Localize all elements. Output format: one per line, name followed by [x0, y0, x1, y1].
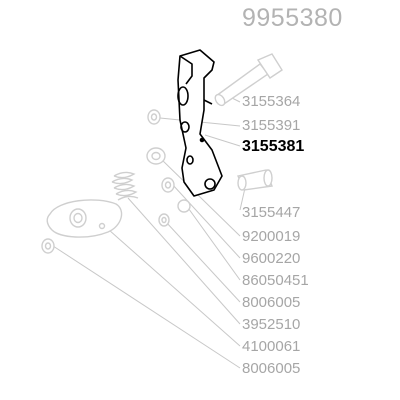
part-label-8006005-bottom[interactable]: 8006005: [242, 360, 301, 377]
part-label-86050451[interactable]: 86050451: [242, 272, 309, 289]
part-label-8006005[interactable]: 8006005: [242, 294, 301, 311]
part-label-3155447[interactable]: 3155447: [242, 204, 301, 221]
spring-part: [111, 171, 139, 201]
washer-part: [146, 147, 166, 165]
part-label-3952510[interactable]: 3952510: [242, 316, 301, 333]
small-hardware-parts: [158, 177, 191, 227]
leader-line: [185, 204, 241, 281]
part-label-9200019[interactable]: 9200019: [242, 228, 301, 245]
leader-line: [99, 221, 241, 347]
leader-line: [49, 243, 241, 369]
bushing-part: [237, 169, 273, 191]
small-nut-part: [147, 109, 161, 125]
leader-line: [171, 183, 241, 259]
leader-line: [204, 134, 241, 147]
screw-part: [41, 238, 55, 254]
handle-knob-part: [46, 199, 123, 238]
leader-line: [165, 221, 241, 303]
leader-line: [239, 187, 246, 211]
leader-line: [127, 197, 241, 325]
part-label-3155391[interactable]: 3155391: [242, 117, 301, 134]
pin-part: [214, 53, 283, 107]
leader-line: [159, 157, 241, 237]
leader-lines: [49, 93, 246, 369]
part-label-4100061[interactable]: 4100061: [242, 338, 301, 355]
part-label-3155364[interactable]: 3155364: [242, 93, 301, 110]
lever-arm-part: [177, 49, 223, 197]
assembly-number: 9955380: [242, 4, 343, 32]
part-label-3155381-highlighted[interactable]: 3155381: [242, 138, 305, 155]
part-label-9600220[interactable]: 9600220: [242, 250, 301, 267]
